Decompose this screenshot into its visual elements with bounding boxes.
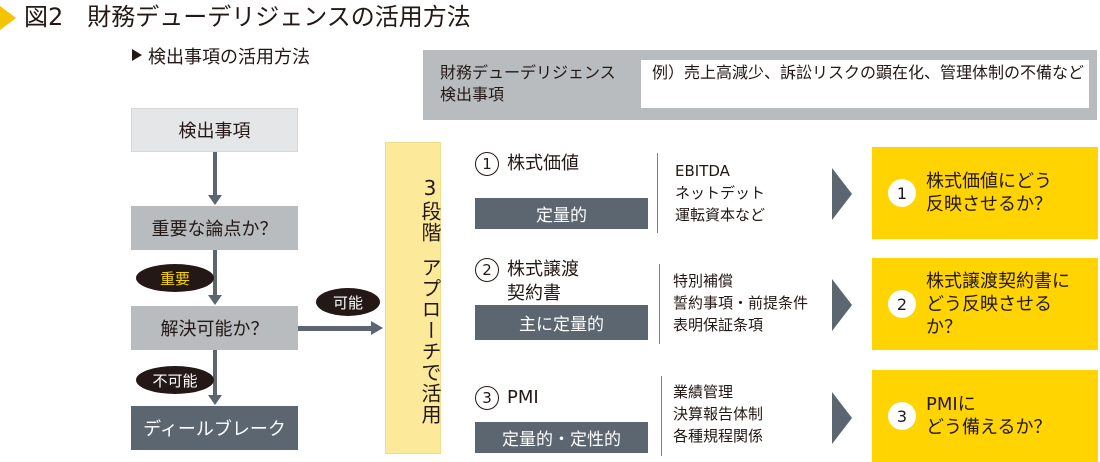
step-heading: 1 株式価値 (475, 152, 579, 176)
flow-connector (213, 350, 217, 396)
arrow-down-icon (208, 395, 222, 405)
divider (657, 153, 658, 233)
example-label-line2: 検出事項 (440, 85, 505, 104)
flow-box-findings: 検出事項 (131, 108, 298, 152)
result-line: 株式譲渡契約書に (926, 270, 1070, 292)
result-line: どう反映させる (926, 293, 1052, 315)
approach-line2: アプローチで活用 (418, 256, 442, 425)
step-items: 特別補償 誓約事項・前提条件 表明保証条項 (673, 270, 808, 336)
divider (659, 264, 660, 344)
result-line: どう備えるか？ (926, 417, 1052, 438)
step-heading: 2 株式譲渡 契約書 (475, 258, 579, 306)
bullet-triangle-icon (132, 49, 142, 61)
flow-connector-horizontal (298, 326, 372, 331)
example-text-box (641, 60, 1089, 108)
step-title: PMI (507, 387, 539, 408)
step-title: 株式価値 (507, 153, 579, 174)
example-text: 売上高減少、訴訟リスクの顕在化、管理体制の不備など (684, 63, 1085, 82)
step-title-line: 契約書 (507, 283, 561, 304)
result-number-badge: 1 (888, 179, 916, 207)
step-type-label: 主に定量的 (475, 305, 648, 340)
arrow-down-icon (208, 195, 222, 205)
result-box: 1 株式価値にどう 反映させるか？ (872, 147, 1098, 239)
step-item: ネットデット (675, 184, 766, 202)
step-item: 誓約事項・前提条件 (673, 294, 809, 312)
result-line: 株式価値にどう (926, 171, 1052, 192)
step-items: 業績管理 決算報告体制 各種規程関係 (673, 381, 763, 447)
example-panel-label: 財務デューデリジェンス 検出事項 (440, 62, 640, 106)
step-type-label: 定量的 (475, 198, 648, 229)
result-text: 株式譲渡契約書に どう反映させる か？ (926, 270, 1070, 339)
pill-possible: 可能 (316, 288, 380, 316)
step-number-badge: 1 (475, 152, 499, 176)
step-items: EBITDA ネットデット 運転資本など (675, 160, 765, 226)
step-item: EBITDA (675, 162, 730, 180)
figure-title: 図2 財務デューデリジェンスの活用方法 (24, 2, 471, 32)
pill-important: 重要 (136, 264, 214, 292)
flow-box-deal-break: ディールブレーク (131, 406, 298, 450)
result-line: 反映させるか？ (926, 194, 1052, 215)
figure-title-text: 財務デューデリジェンスの活用方法 (87, 3, 471, 31)
step-item: 業績管理 (673, 383, 734, 401)
flow-box-resolvable: 解決可能か？ (131, 306, 298, 350)
arrow-right-icon (371, 321, 383, 335)
result-number-badge: 3 (888, 402, 916, 430)
subtitle-text: 検出事項の活用方法 (148, 47, 310, 68)
step-title-line: 株式譲渡 (507, 259, 579, 280)
title-accent-icon (0, 6, 16, 30)
divider (661, 376, 662, 456)
section-subtitle: 検出事項の活用方法 (132, 46, 310, 70)
flow-connector (213, 152, 217, 196)
step-item: 特別補償 (673, 272, 734, 290)
step-heading: 3 PMI (475, 386, 539, 410)
step-item: 各種規程関係 (673, 427, 764, 445)
result-line: PMIに (926, 394, 976, 415)
flow-connector (213, 250, 217, 296)
step-type-label: 定量的・定性的 (475, 422, 648, 453)
step-item: 決算報告体制 (673, 405, 764, 423)
three-step-approach-bar (385, 142, 441, 454)
result-text: 株式価値にどう 反映させるか？ (926, 170, 1052, 216)
step-item: 運転資本など (675, 206, 766, 224)
result-box: 2 株式譲渡契約書に どう反映させる か？ (872, 258, 1098, 350)
arrow-down-icon (208, 295, 222, 305)
flow-box-important-issue: 重要な論点か？ (131, 206, 298, 250)
result-number-badge: 2 (888, 290, 916, 318)
step-title: 株式譲渡 契約書 (507, 258, 579, 306)
chevron-right-icon (832, 279, 852, 331)
pill-impossible: 不可能 (136, 366, 214, 394)
result-box: 3 PMIに どう備えるか？ (872, 370, 1098, 462)
step-number-badge: 2 (475, 258, 499, 282)
chevron-right-icon (832, 392, 852, 444)
approach-line1: 3段階 (418, 175, 442, 243)
example-prefix: 例） (652, 63, 685, 82)
three-step-approach-label: 3段階アプローチで活用 (385, 150, 442, 450)
example-label-line1: 財務デューデリジェンス (440, 63, 616, 82)
step-number-badge: 3 (475, 386, 499, 410)
chevron-right-icon (832, 168, 852, 220)
step-item: 表明保証条項 (673, 316, 764, 334)
result-line: か？ (926, 316, 962, 338)
result-text: PMIに どう備えるか？ (926, 393, 1051, 439)
figure-number: 図2 (24, 3, 64, 31)
